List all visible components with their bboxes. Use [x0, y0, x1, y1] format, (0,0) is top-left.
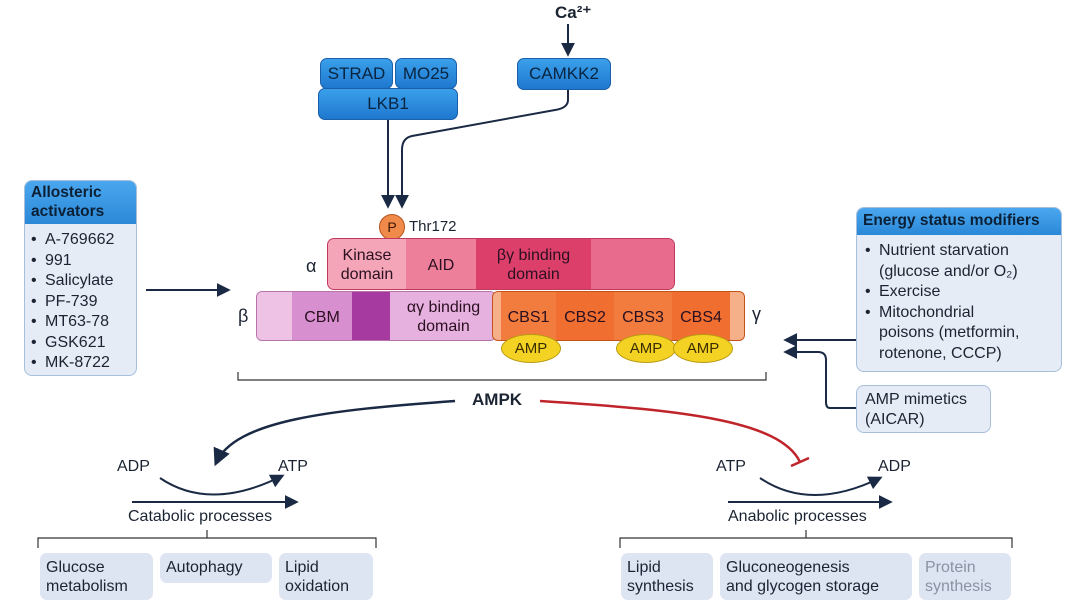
cbm-domain: CBM — [292, 292, 352, 340]
list-item: Salicylate — [31, 271, 136, 292]
allosteric-activators-title: Allosteric activators — [25, 181, 136, 224]
phospho-circle: P — [379, 214, 405, 240]
energy-status-list: Nutrient starvation(glucose and/or O₂) E… — [857, 235, 1061, 364]
anabolic-curve-arrow — [759, 476, 883, 496]
energy-status-title: Energy status modifiers — [857, 208, 1061, 235]
gamma-subunit-bar: CBS1 CBS2 CBS3 CBS4 — [492, 291, 745, 341]
list-item: A-769662 — [31, 230, 136, 251]
anabolic-adp-label: ADP — [878, 458, 911, 475]
mo25-box: MO25 — [395, 58, 457, 89]
list-item: MT63-78 — [31, 312, 136, 333]
thr172-label: Thr172 — [409, 218, 457, 235]
ampk-catabolic-arrow — [213, 399, 456, 467]
catabolic-adp-label: ADP — [117, 458, 150, 475]
allosteric-title-line1: Allosteric — [31, 184, 102, 201]
lkb1-box: LKB1 — [318, 88, 458, 120]
cbs2-domain: CBS2 — [556, 292, 614, 340]
anabolic-bracket — [619, 537, 1013, 548]
list-item: GSK621 — [31, 333, 136, 354]
beta-linker — [352, 292, 390, 340]
cbs4-domain: CBS4 — [672, 292, 730, 340]
amp-mimetics-box: AMP mimetics (AICAR) — [856, 385, 991, 433]
energy-status-panel: Energy status modifiers Nutrient starvat… — [856, 207, 1062, 372]
autophagy-box: Autophagy — [160, 553, 272, 583]
catabolic-bracket — [37, 537, 377, 548]
beta-label: β — [238, 306, 249, 326]
anabolic-atp-label: ATP — [716, 458, 746, 475]
calcium-label: Ca²⁺ — [555, 3, 592, 22]
camkk2-box: CAMKK2 — [517, 58, 611, 90]
gamma-c-terminus — [730, 292, 744, 340]
allosteric-activators-list: A-769662 991 Salicylate PF-739 MT63-78 G… — [25, 224, 136, 374]
amp-ligand-cbs1: AMP — [501, 334, 561, 363]
amp-ligand-cbs3: AMP — [616, 334, 676, 363]
beta-n-terminus — [257, 292, 292, 340]
amp-mimetics-line1: AMP mimetics — [865, 391, 967, 408]
amp-ligand-cbs4: AMP — [673, 334, 733, 363]
list-item: Nutrient starvation(glucose and/or O₂) — [865, 241, 1061, 282]
gamma-n-terminus — [493, 292, 501, 340]
alpha-c-terminus — [591, 239, 674, 289]
camkk2-arrow — [395, 90, 569, 209]
list-item: 991 — [31, 251, 136, 272]
gamma-label: γ — [752, 304, 761, 324]
catabolic-atp-label: ATP — [278, 458, 308, 475]
ampk-label: AMPK — [472, 390, 523, 409]
catabolic-processes-label: Catabolic processes — [128, 508, 273, 525]
aid-domain: AID — [406, 239, 476, 289]
ampk-anabolic-inhibit — [539, 399, 802, 463]
ampk-bracket — [237, 372, 767, 381]
mimetics-arrow — [783, 345, 856, 409]
list-item: Exercise — [865, 282, 1061, 303]
strad-box: STRAD — [320, 58, 393, 89]
list-item: PF-739 — [31, 292, 136, 313]
list-item: MK-8722 — [31, 353, 136, 374]
anabolic-processes-label: Anabolic processes — [728, 508, 867, 525]
allosteric-title-line2: activators — [31, 203, 105, 220]
amp-mimetics-line2: (AICAR) — [865, 411, 925, 428]
cbs3-domain: CBS3 — [614, 292, 672, 340]
catabolic-curve-arrow — [159, 474, 285, 496]
alpha-label: α — [306, 256, 317, 276]
allosteric-activators-panel: Allosteric activators A-769662 991 Salic… — [24, 180, 137, 376]
cbs1-domain: CBS1 — [501, 292, 556, 340]
